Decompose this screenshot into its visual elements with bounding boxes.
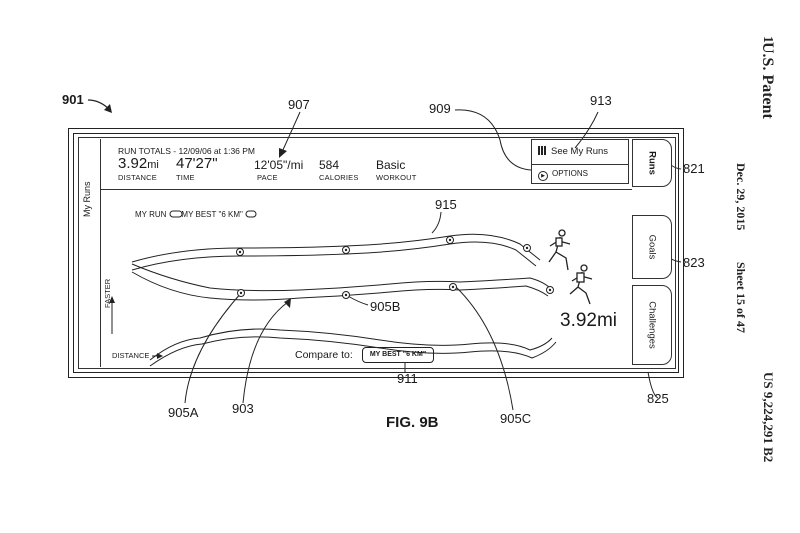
tab-bar: Runs Goals Challenges [632, 139, 674, 367]
distance-value: 3.92mi [118, 155, 159, 172]
ref-909: 909 [429, 101, 451, 116]
options-button[interactable]: ▶ OPTIONS [538, 169, 588, 181]
distance-label: DISTANCE [118, 173, 157, 182]
patent-sheet: Sheet 15 of 47 [733, 262, 748, 333]
tab-goals[interactable]: Goals [632, 215, 672, 279]
ref-825: 825 [647, 391, 669, 406]
tab-goals-label: Goals [647, 235, 658, 260]
patent-date: Dec. 29, 2015 [733, 163, 748, 230]
ref-907: 907 [288, 97, 310, 112]
legend-my-run: MY RUN [135, 210, 166, 219]
time-value: 47'27" [176, 155, 218, 172]
workout-label: WORKOUT [376, 173, 417, 182]
play-icon: ▶ [538, 171, 548, 181]
y-axis-label: FASTER [103, 279, 112, 308]
figure-caption: FIG. 9B [386, 414, 439, 431]
ref-821: 821 [683, 161, 705, 176]
x-axis-label: DISTANCE [112, 351, 149, 360]
graph-legend: MY RUN MY BEST "6 KM" [135, 210, 243, 219]
options-label: OPTIONS [552, 169, 588, 178]
calories-value: 584 [319, 158, 339, 172]
ref-905c: 905C [500, 411, 531, 426]
patent-number: US 9,224,291 B2 [760, 372, 776, 462]
see-my-runs-button[interactable]: See My Runs [538, 146, 608, 157]
legend-my-best: MY BEST "6 KM" [181, 210, 242, 219]
my-runs-label: My Runs [82, 181, 92, 217]
pace-value: 12'05"/mi [254, 158, 303, 172]
tab-challenges-label: Challenges [647, 301, 658, 349]
compare-select-button[interactable]: MY BEST "6 KM" [362, 347, 434, 363]
see-my-runs-label: See My Runs [551, 146, 608, 157]
tab-runs[interactable]: Runs [632, 139, 672, 187]
ref-913: 913 [590, 93, 612, 108]
tab-challenges[interactable]: Challenges [632, 285, 672, 365]
time-label: TIME [176, 173, 195, 182]
runs-options-panel: See My Runs ▶ OPTIONS [531, 139, 629, 184]
ref-905a: 905A [168, 405, 198, 420]
ref-903: 903 [232, 401, 254, 416]
ref-823: 823 [683, 255, 705, 270]
total-distance: 3.92mi [560, 310, 617, 332]
workout-value: Basic [376, 158, 405, 172]
my-runs-sidebar[interactable]: My Runs [80, 139, 101, 367]
pace-label: PACE [257, 173, 278, 182]
calories-label: CALORIES [319, 173, 359, 182]
compare-to-label: Compare to: [295, 349, 353, 361]
ref-901: 901 [62, 92, 84, 107]
tab-runs-label: Runs [647, 151, 658, 175]
patent-title: U.S. Patent [758, 42, 776, 119]
header-divider [100, 189, 632, 190]
bar-chart-icon [538, 146, 548, 155]
